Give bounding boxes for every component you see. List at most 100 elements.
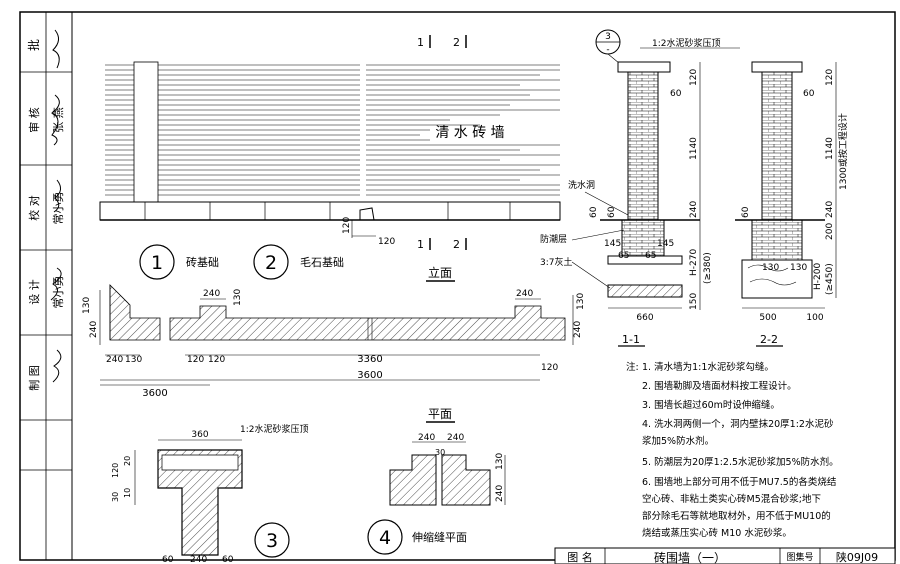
callout-num-3: 3 [266,530,278,552]
title-block-set-value: 陕09J09 [836,550,878,564]
s1-dim-60-v: 60 [607,206,617,218]
detail-3-coping: 360 1:2水泥砂浆压顶 120 20 30 10 60 240 60 3 [111,423,309,564]
plan-dim-3600-b: 3600 [357,370,382,381]
note-3: 3. 围墙长超过60m时设伸缩缝。 [642,399,780,411]
detail3-dim-10: 10 [123,488,132,498]
detail4-dim-240b: 240 [447,433,464,443]
s1-dim-h380: (≥380) [703,252,713,284]
plan-dim-3600-a: 3600 [142,388,167,399]
section-mark-top-2: 2 [453,36,460,49]
s2-rubble [741,259,813,299]
signature-column: 批 审 核 张 燕 校 对 常小勇 设 计 常小勇 制 图 [19,11,73,561]
callout-circle-3 [254,522,290,558]
title-block-name-value: 砖围墙（一） [654,550,726,564]
s1-coping [617,61,671,73]
plan-dim-left-240: 240 [89,321,99,338]
s2-dim-1140: 1140 [825,137,835,160]
note-4: 4. 洗水洞两侧一个，洞内壁抹20厚1:2水泥砂 [642,418,834,430]
plan-left-pillar [109,284,161,341]
signature-scribble-5 [52,349,62,383]
s2-dim-60: 60 [803,89,815,99]
label-lime-soil: 3:7灰土 [540,256,573,268]
detail4-dim-240a: 240 [418,433,435,443]
wall-label: 清 水 砖 墙 [435,125,504,141]
elevation-title: 立面 [428,265,452,280]
s1-lime-soil [607,284,683,298]
s1-dim-150: 150 [689,293,699,310]
callout-circle-4 [367,519,403,555]
elevation-pillar-left [133,61,159,203]
s1-dim-h270: H-270 [689,249,699,276]
side-label-draw: 制 图 [28,365,41,391]
s2-dim-100: 100 [806,313,823,323]
callout-text-1: 砖基础 [186,255,219,269]
detail4-dim-130-v: 130 [495,453,505,470]
title-block-set-label: 图集号 [786,551,813,563]
side-label-review: 审 核 [27,107,41,133]
note-1: 1. 清水墙为1:1水泥砂浆勾缝。 [642,361,774,373]
title-block-name-label: 图 名 [567,550,593,564]
plan-dim-mid-130: 130 [233,289,243,306]
elevation-joint [360,62,366,202]
s2-wall [761,71,793,221]
title-block: 图 名 砖围墙（一） 图集号 陕09J09 [554,547,896,564]
s1-dim-65a: 65 [618,251,629,261]
plan-dim-right-240: 240 [516,289,533,299]
note-4b: 浆加5%防水剂。 [642,435,714,447]
callout-num-1: 1 [151,252,163,274]
label-drain-hole: 洗水洞 [568,179,595,191]
s1-dim-145b: 145 [657,239,674,249]
plan-dim-left-240b: 240 [106,355,123,365]
detail3-dim-120: 120 [111,463,120,478]
detail3-label: 1:2水泥砂浆压顶 [240,423,309,435]
detail4-label: 伸缩缝平面 [412,530,467,544]
callout-num-4: 4 [379,527,391,549]
notes-block: 注: 1. 清水墙为1:1水泥砂浆勾缝。 2. 围墙勒脚及墙面材料按工程设计。 … [626,361,839,539]
elevation-view: 清 水 砖 墙 1 2 1 2 120 120 1 砖基础 2 毛石基础 立面 [99,35,561,282]
side-label-check: 校 对 [27,195,41,221]
note-6: 6. 围墙地上部分可用不低于MU7.5的各类烧结 [642,476,836,488]
s1-footing [621,219,665,257]
plan-wall-strip [169,305,566,341]
plan-dim-120-right: 120 [208,355,225,365]
note-2: 2. 围墙勒脚及墙面材料按工程设计。 [642,380,797,392]
plan-title: 平面 [428,407,452,421]
s1-dim-240: 240 [689,201,699,218]
section-mark-top-1: 1 [417,36,424,49]
s1-dim-145a: 145 [604,239,621,249]
plan-dim-left-130b: 130 [125,355,142,365]
detail3-dim-20: 20 [123,456,132,466]
note-6c: 部分除毛石等就地取材外，用不低于MU10的 [642,510,831,522]
detail3-dim-360: 360 [191,430,208,440]
ref-mark-num: 3 [605,32,611,42]
ref-mark-sheet: - [606,45,609,55]
s2-dim-120: 120 [825,69,835,86]
sections-top-label: 1:2水泥砂浆压顶 [652,37,721,49]
elev-dim-120-v: 120 [342,217,352,234]
detail3-dim-60b: 60 [222,555,234,564]
detail3-dim-30: 30 [111,492,120,502]
callout-circle-2 [253,244,289,280]
section-mark-bottom-2: 2 [453,238,460,251]
detail4-dim-240-v: 240 [495,485,505,502]
s1-wall [627,71,659,221]
plan-view: 130 240 240 130 240 130 240 130 240 120 … [82,284,586,423]
s2-dim-h200: H-200 [813,263,823,290]
s2-dim-1300: 1300或按工程设计 [837,113,849,190]
section-1-title: 1-1 [622,333,640,346]
s1-dim-120: 120 [689,69,699,86]
side-label-approve: 批 [26,39,41,51]
plan-dim-120-left: 120 [187,355,204,365]
plan-dim-right-240b: 240 [573,321,583,338]
plan-dim-120-far: 120 [541,363,558,373]
plan-dim-right-130: 130 [576,293,586,310]
notes-title: 注: [626,361,639,373]
signature-scribble-2 [51,94,60,146]
s2-dim-240: 240 [825,201,835,218]
detail3-section [157,449,243,556]
s2-dim-500: 500 [759,313,776,323]
s2-dim-60-v: 60 [741,206,751,218]
s1-dim-60-left: 60 [589,206,599,218]
s1-dim-60: 60 [670,89,682,99]
